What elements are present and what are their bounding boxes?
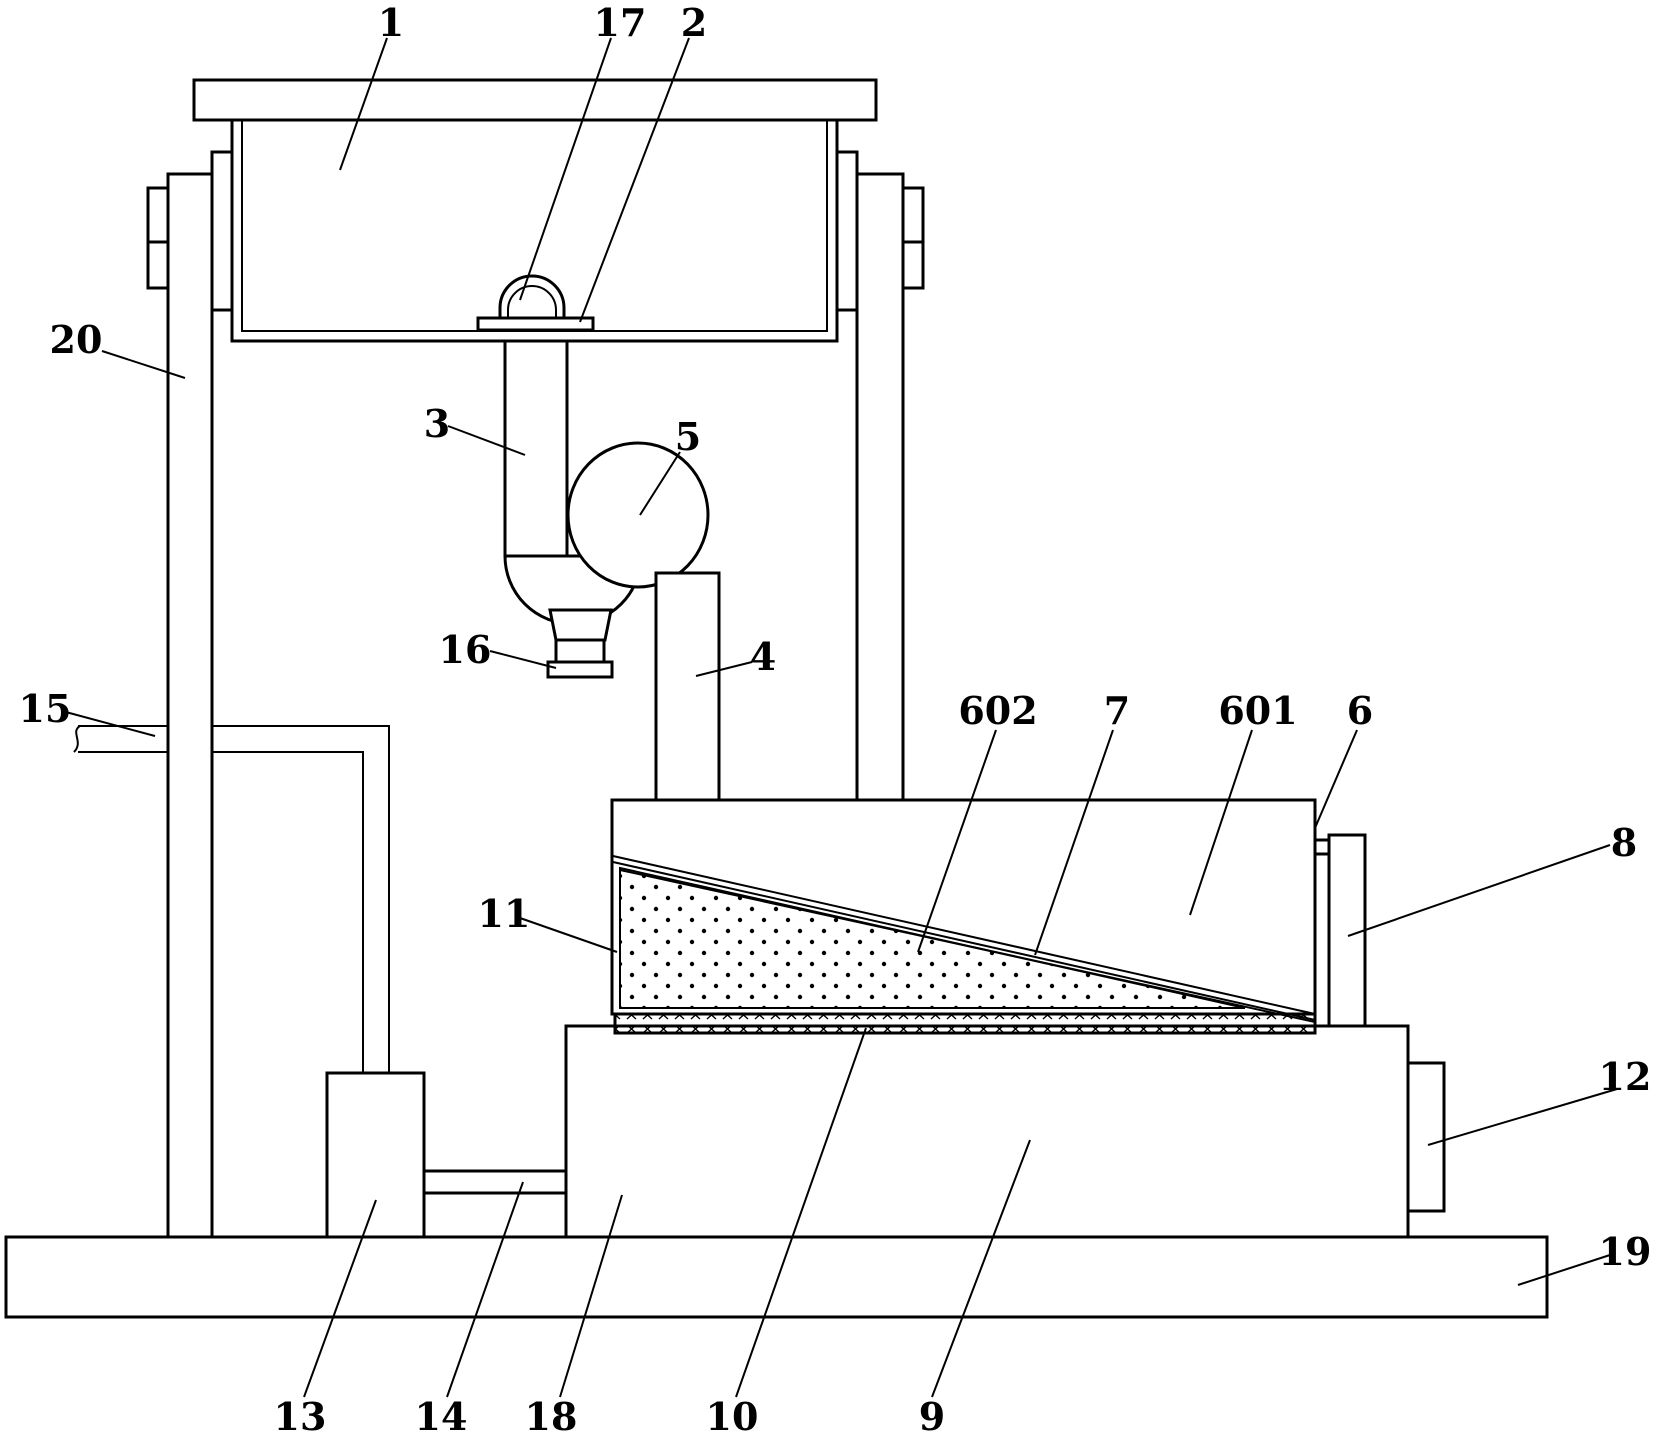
leader-602 bbox=[917, 729, 997, 953]
leader-lines bbox=[61, 37, 1618, 1398]
label-19: 19 bbox=[1599, 1229, 1652, 1274]
label-20: 20 bbox=[50, 317, 103, 362]
label-1: 1 bbox=[378, 0, 404, 45]
leader-16 bbox=[489, 650, 557, 669]
slanted-plate-line-3 bbox=[619, 869, 1316, 1023]
label-3: 3 bbox=[424, 401, 450, 446]
nozzle-stub bbox=[1313, 838, 1331, 856]
leader-19 bbox=[1517, 1254, 1611, 1286]
leader-2 bbox=[579, 37, 690, 323]
base-plate bbox=[4, 1235, 1549, 1319]
leader-10 bbox=[735, 1027, 867, 1398]
dome-cap bbox=[498, 274, 566, 320]
label-9: 9 bbox=[919, 1394, 945, 1437]
leader-18 bbox=[559, 1194, 623, 1398]
label-602: 602 bbox=[958, 688, 1037, 733]
label-4: 4 bbox=[750, 634, 776, 679]
leader-9 bbox=[931, 1139, 1031, 1398]
callout-labels: 1 17 2 20 3 5 16 4 15 602 7 601 6 8 11 1… bbox=[19, 0, 1652, 1437]
tank-lid bbox=[192, 78, 878, 122]
leader-13 bbox=[303, 1199, 377, 1398]
label-8: 8 bbox=[1611, 820, 1637, 865]
label-12: 12 bbox=[1599, 1054, 1652, 1099]
leader-15 bbox=[61, 710, 156, 737]
leader-8 bbox=[1347, 844, 1611, 937]
riser-pipe bbox=[654, 571, 721, 802]
left-inner-bracket bbox=[210, 150, 234, 312]
side-pipe-right bbox=[212, 725, 390, 1073]
label-2: 2 bbox=[681, 0, 707, 45]
filter-mesh bbox=[613, 1012, 1317, 1035]
down-pipe bbox=[503, 339, 569, 558]
label-11: 11 bbox=[478, 891, 531, 936]
pump bbox=[566, 441, 710, 589]
nozzle bbox=[546, 660, 614, 679]
pump-bottom-outlet bbox=[548, 608, 613, 642]
leader-20 bbox=[101, 350, 186, 379]
leader-5 bbox=[639, 451, 681, 516]
dome-cap-inner bbox=[507, 285, 557, 318]
label-15: 15 bbox=[19, 686, 72, 731]
leader-14 bbox=[446, 1181, 524, 1398]
leader-6 bbox=[1314, 729, 1358, 829]
leader-7 bbox=[1034, 729, 1114, 956]
leader-12 bbox=[1427, 1088, 1618, 1146]
leader-11 bbox=[519, 917, 618, 953]
right-clamp-lower bbox=[901, 240, 925, 290]
left-column bbox=[166, 172, 214, 1239]
right-column bbox=[855, 172, 905, 802]
side-pipe-left bbox=[78, 725, 168, 753]
side-bar bbox=[1327, 833, 1367, 1028]
label-6: 6 bbox=[1347, 688, 1373, 733]
slanted-plate-line-1 bbox=[612, 855, 1316, 1015]
slanted-plate-line-2 bbox=[612, 861, 1316, 1021]
outlet-plate bbox=[476, 316, 595, 332]
pump-box bbox=[325, 1071, 426, 1239]
label-17: 17 bbox=[594, 0, 647, 45]
label-5: 5 bbox=[675, 414, 701, 459]
side-pipe-break bbox=[73, 725, 81, 753]
leader-1 bbox=[339, 37, 388, 171]
leader-4 bbox=[695, 661, 753, 677]
leader-17 bbox=[519, 37, 612, 301]
label-7: 7 bbox=[1104, 688, 1130, 733]
label-13: 13 bbox=[274, 1394, 327, 1437]
nozzle-neck bbox=[554, 638, 606, 664]
label-16: 16 bbox=[439, 627, 492, 672]
lower-tank bbox=[564, 1024, 1410, 1239]
left-clamp-lower bbox=[146, 240, 170, 290]
label-601: 601 bbox=[1218, 688, 1297, 733]
side-panel bbox=[1406, 1061, 1446, 1213]
leader-601 bbox=[1189, 729, 1253, 916]
leader-3 bbox=[447, 425, 526, 456]
left-clamp-upper bbox=[146, 186, 170, 244]
label-18: 18 bbox=[525, 1394, 578, 1437]
label-14: 14 bbox=[415, 1394, 468, 1437]
label-10: 10 bbox=[706, 1394, 759, 1437]
right-inner-bracket bbox=[835, 150, 859, 312]
right-clamp-upper bbox=[901, 186, 925, 244]
